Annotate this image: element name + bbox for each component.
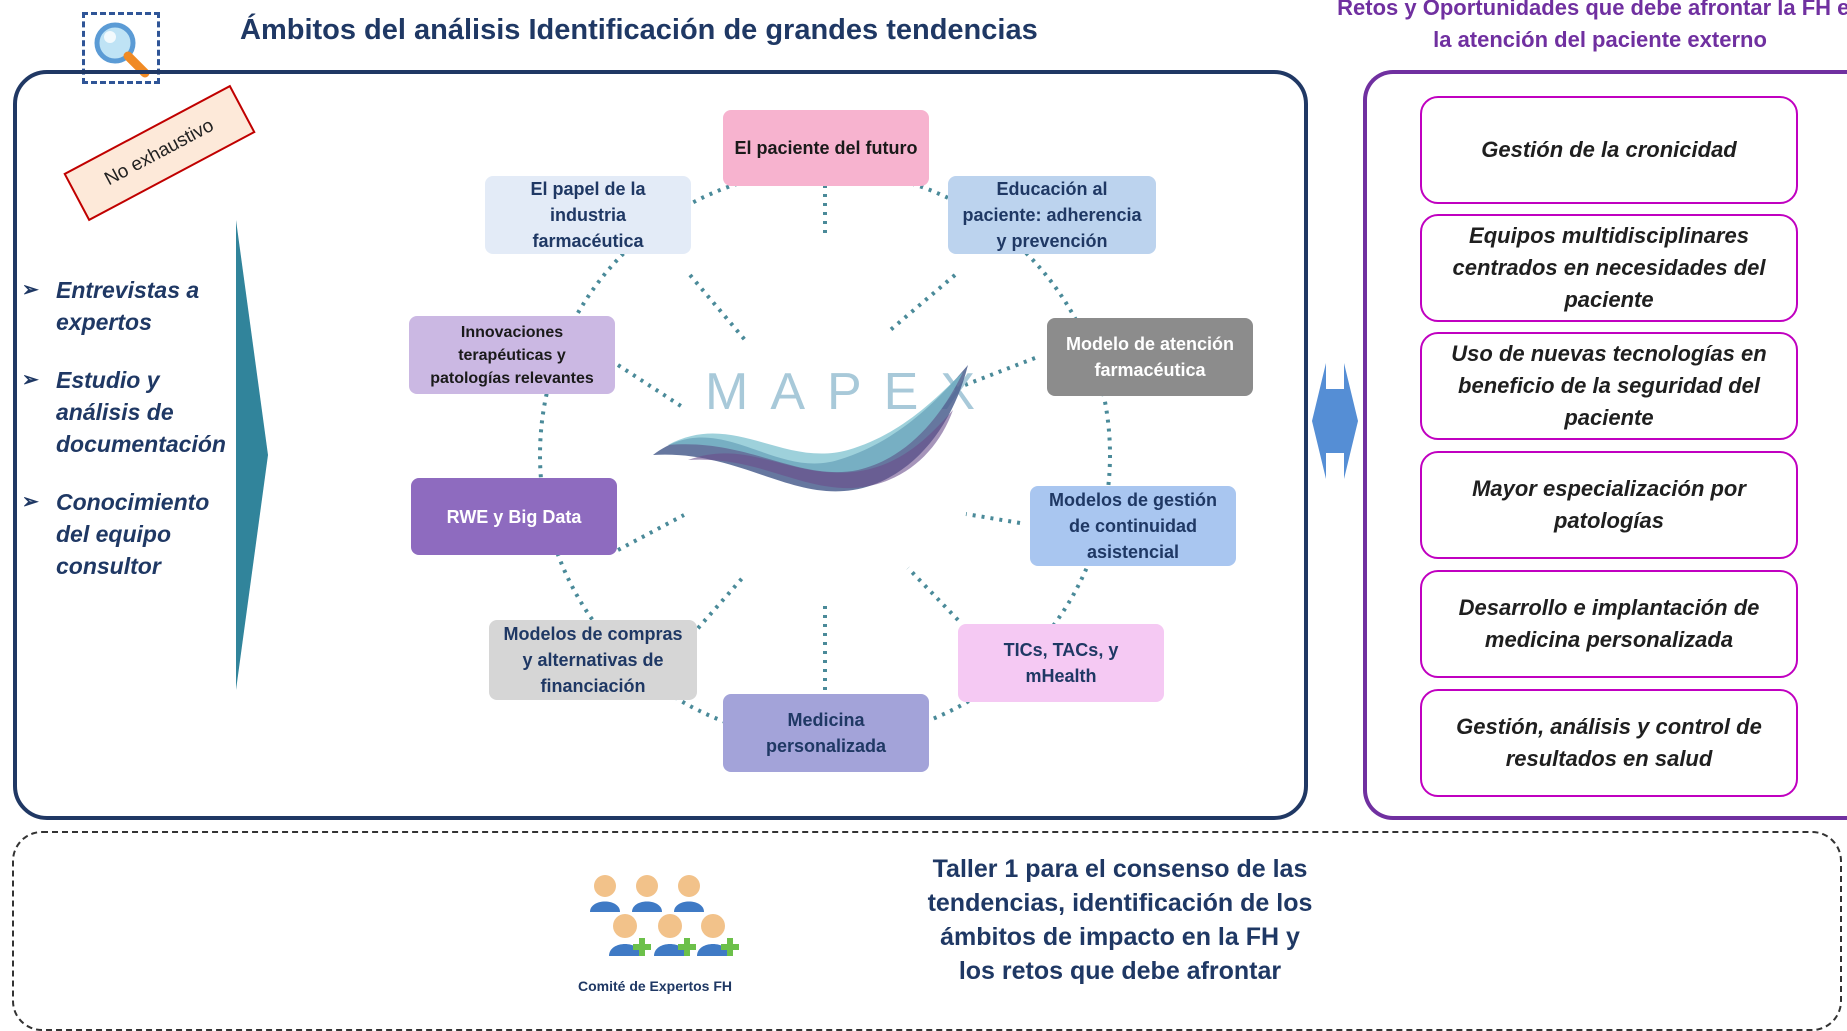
challenges-panel [1363, 70, 1847, 820]
trends-panel [13, 70, 1308, 820]
committee-label: Comité de Expertos FH [577, 978, 733, 994]
trend-node-atencion-farmaceutica: Modelo de atención farmacéutica [1047, 318, 1253, 396]
flow-arrow-icon [236, 220, 268, 690]
trend-node-compras-financiacion: Modelos de compras y alternativas de fin… [489, 620, 697, 700]
arrow-bullet-icon: ➢ [22, 491, 39, 513]
trend-node-tics: TICs, TACs, y mHealth [958, 624, 1164, 702]
methods-list: ➢Entrevistas a expertos ➢Estudio y análi… [22, 274, 242, 608]
arrow-bullet-icon: ➢ [22, 279, 39, 301]
method-item: ➢Entrevistas a expertos [22, 274, 242, 338]
method-item: ➢Conocimiento del equipo consultor [22, 486, 242, 582]
challenges-header: Retos y Oportunidades que debe afrontar … [1337, 0, 1847, 52]
double-arrow-icon [1312, 363, 1358, 479]
challenge-box: Gestión de la cronicidad [1420, 96, 1798, 204]
challenge-box: Mayor especialización por patologías [1420, 451, 1798, 559]
page-title: Ámbitos del análisis Identificación de g… [240, 14, 1038, 46]
experts-committee-icon [590, 875, 739, 956]
trend-node-innovaciones: Innovaciones terapéuticas y patologías r… [409, 316, 615, 394]
challenge-box: Gestión, análisis y control de resultado… [1420, 689, 1798, 797]
arrow-bullet-icon: ➢ [22, 369, 39, 391]
challenge-box: Uso de nuevas tecnologías en beneficio d… [1420, 332, 1798, 440]
trend-node-medicina-personalizada: Medicina personalizada [723, 694, 929, 772]
trend-node-educacion-paciente: Educación al paciente: adherencia y prev… [948, 176, 1156, 254]
trend-node-paciente-futuro: El paciente del futuro [723, 110, 929, 186]
method-item: ➢Estudio y análisis de documentación [22, 364, 242, 460]
trend-node-continuidad-asistencial: Modelos de gestión de continuidad asiste… [1030, 486, 1236, 566]
trend-node-industria: El papel de la industria farmacéutica [485, 176, 691, 254]
workshop-description: Taller 1 para el consenso de las tendenc… [927, 855, 1313, 985]
challenge-box: Desarrollo e implantación de medicina pe… [1420, 570, 1798, 678]
trend-node-rwe-big-data: RWE y Big Data [411, 478, 617, 555]
mapex-wave-logo [653, 365, 968, 492]
challenge-box: Equipos multidisciplinares centrados en … [1420, 214, 1798, 322]
